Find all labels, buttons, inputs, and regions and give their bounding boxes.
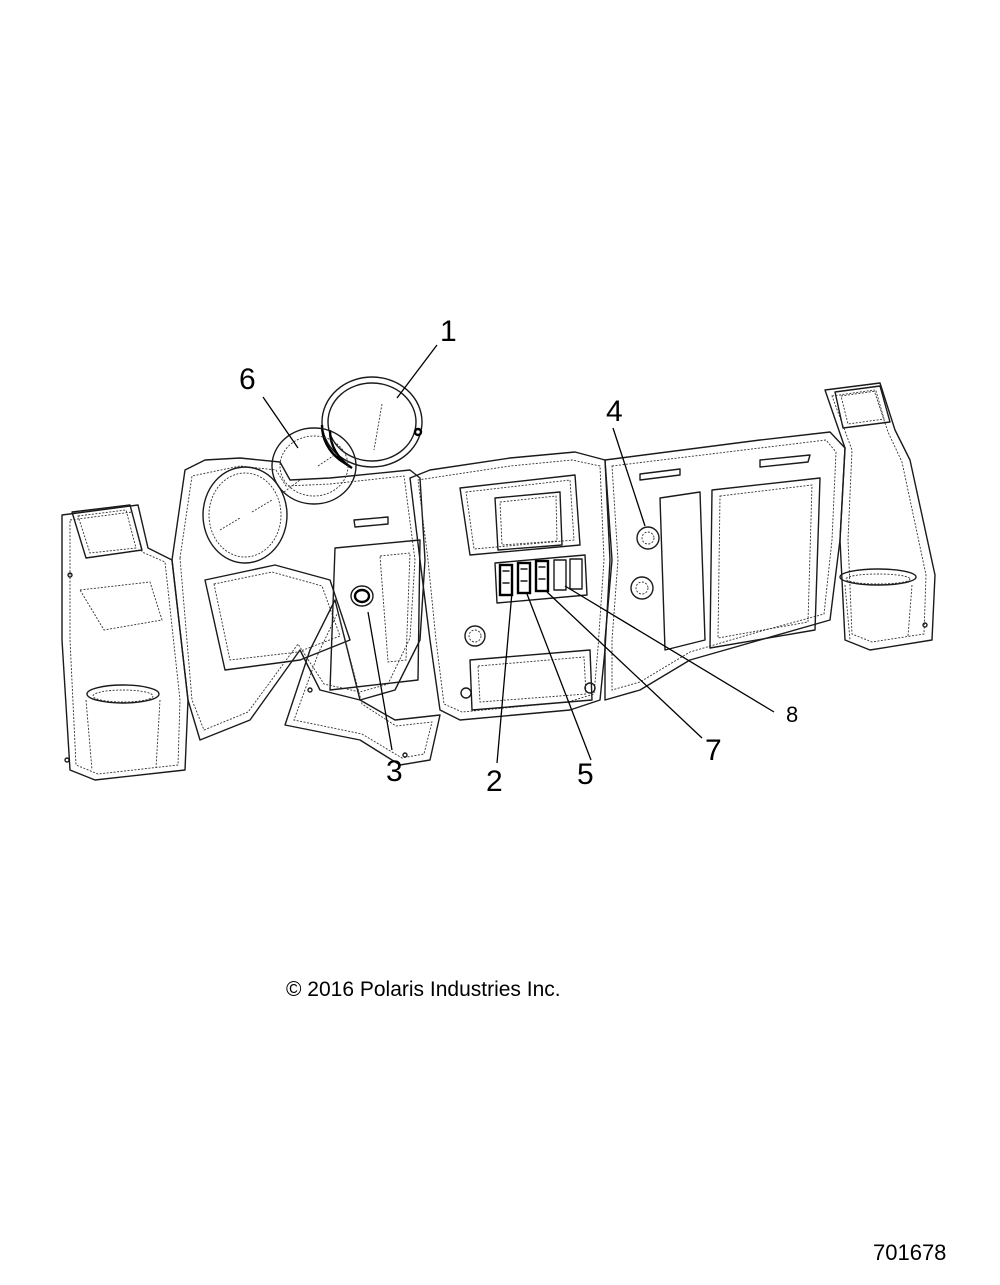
leader-lines bbox=[262, 344, 775, 764]
center-console bbox=[409, 451, 611, 721]
copyright-notice: © 2016 Polaris Industries Inc. bbox=[286, 978, 561, 1001]
gauge-1 bbox=[320, 376, 423, 470]
callout-5: 5 bbox=[577, 758, 594, 791]
left-end-panel bbox=[61, 504, 189, 781]
callout-1: 1 bbox=[440, 315, 457, 348]
callout-4: 4 bbox=[606, 395, 623, 428]
callout-2: 2 bbox=[486, 765, 503, 798]
callout-numbers: 1 6 4 3 2 5 7 8 bbox=[239, 315, 798, 798]
power-port-3 bbox=[350, 585, 374, 607]
switch-bank bbox=[494, 554, 588, 604]
callout-7: 7 bbox=[705, 734, 722, 767]
lower-left-kick-panel bbox=[284, 599, 441, 766]
callout-8: 8 bbox=[786, 702, 798, 727]
left-dash-body bbox=[171, 457, 426, 741]
gauge-bezel-6 bbox=[271, 427, 357, 505]
right-dash-body bbox=[604, 431, 846, 701]
figure-number: 701678 bbox=[873, 1240, 947, 1265]
callout-3: 3 bbox=[386, 755, 403, 788]
right-end-panel bbox=[824, 382, 936, 651]
callout-6: 6 bbox=[239, 363, 256, 396]
